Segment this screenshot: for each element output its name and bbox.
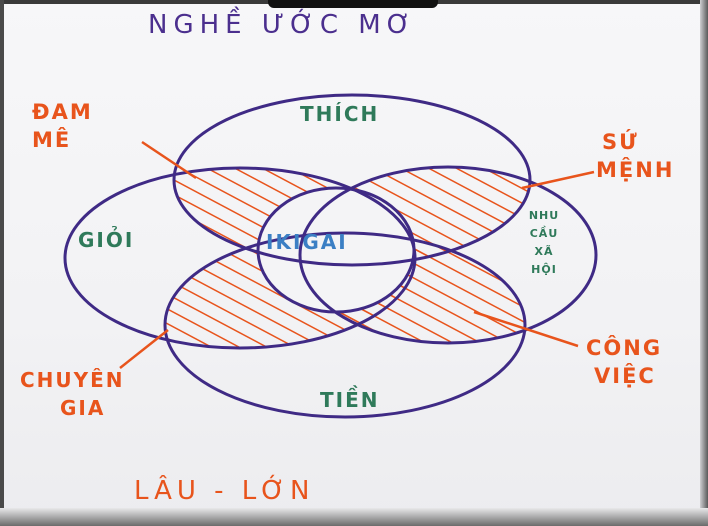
- overlap-label-mission: SỨ MỆNH: [596, 128, 674, 184]
- circle-ikigai: [256, 186, 416, 314]
- circle-label-good-at: GIỎI: [78, 228, 135, 252]
- mission-line-2: MỆNH: [596, 158, 675, 182]
- world-needs-line-3: XÃ: [534, 245, 554, 258]
- world-needs-line-1: NHU: [528, 209, 560, 222]
- overlap-label-passion: ĐAM MÊ: [32, 98, 93, 154]
- profession-line-2: GIA: [60, 396, 106, 420]
- vocation-line-1: CÔNG: [586, 336, 663, 360]
- circle-world-needs: [298, 165, 598, 345]
- circle-label-love: THÍCH: [300, 102, 380, 126]
- overlap-label-profession: CHUYÊN GIA: [20, 366, 125, 422]
- center-label-ikigai: IKIGAI: [266, 230, 348, 254]
- world-needs-line-2: CẦU: [529, 227, 559, 240]
- footer-note: LÂU - LỚN: [134, 476, 315, 506]
- circle-label-world-needs: NHU CẦU XÃ HỘI: [524, 207, 564, 279]
- leader-vocation: [473, 310, 579, 348]
- mission-line-1: SỨ: [602, 130, 639, 154]
- leader-profession: [119, 329, 169, 369]
- board-clip: [268, 0, 438, 8]
- board-edge-left: [0, 0, 4, 526]
- world-needs-line-4: HỘI: [531, 263, 557, 276]
- passion-line-2: MÊ: [32, 128, 72, 152]
- circle-paid-for: [163, 231, 527, 419]
- circle-love: [172, 93, 532, 267]
- center-clear: [258, 188, 414, 312]
- passion-line-1: ĐAM: [32, 100, 93, 124]
- profession-line-1: CHUYÊN: [20, 368, 125, 392]
- overlap-label-vocation: CÔNG VIỆC: [586, 334, 662, 390]
- vocation-line-2: VIỆC: [594, 364, 656, 388]
- leader-passion: [141, 140, 197, 180]
- leader-mission: [521, 170, 595, 190]
- page-title: NGHỀ ƯỚC MƠ: [148, 10, 417, 40]
- circle-good-at: [63, 166, 417, 350]
- board-edge-bottom: [0, 508, 708, 526]
- circle-label-paid-for: TIỀN: [320, 388, 380, 412]
- board-edge-right: [700, 0, 708, 526]
